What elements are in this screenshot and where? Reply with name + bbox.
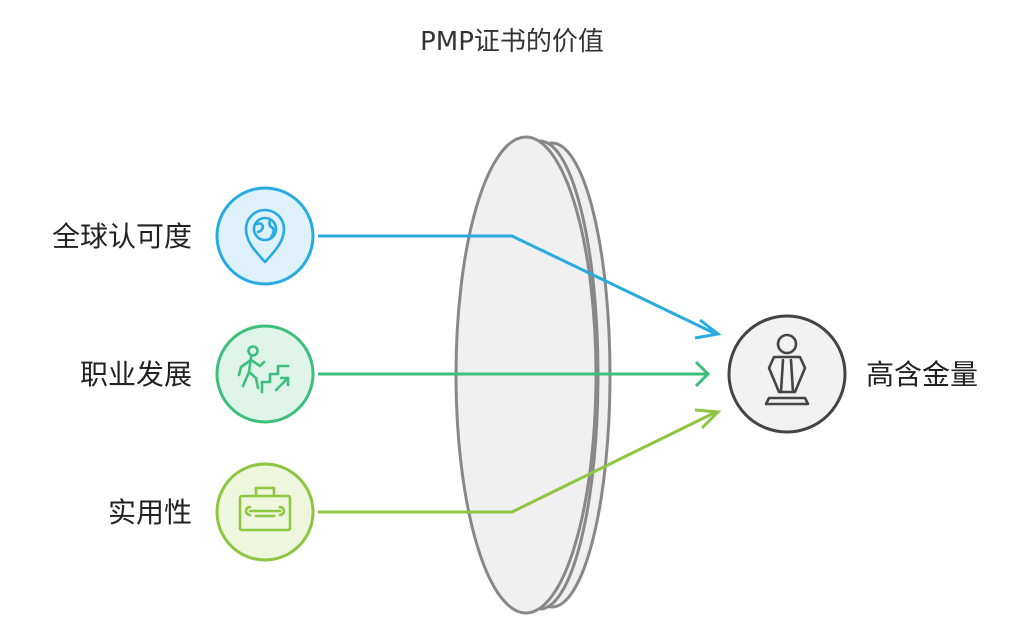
input-label: 全球认可度 <box>52 220 192 253</box>
connector-practicality <box>318 410 717 514</box>
trophy-person-icon <box>764 333 810 406</box>
arrowhead-practicality <box>694 408 722 430</box>
input-global-recognition: 全球认可度 <box>52 186 315 286</box>
person-climbing-stairs-icon <box>237 345 290 394</box>
input-practicality: 实用性 <box>108 462 315 562</box>
output-high-value: 高含金量 <box>727 314 978 434</box>
toolbox-icon <box>238 486 292 532</box>
input-circle <box>215 186 315 286</box>
input-career-development: 职业发展 <box>80 324 315 424</box>
connectors <box>318 234 722 514</box>
output-circle <box>727 314 847 434</box>
input-label: 职业发展 <box>80 358 192 391</box>
output-label: 高含金量 <box>866 358 978 391</box>
input-circle <box>215 324 315 424</box>
globe-location-icon <box>244 208 286 264</box>
arrowhead-global-recognition <box>694 318 722 340</box>
input-label: 实用性 <box>108 496 192 529</box>
connector-global-recognition <box>318 234 717 336</box>
diagram-title: PMP证书的价值 <box>420 27 604 57</box>
arrowhead-career-development <box>694 360 711 388</box>
